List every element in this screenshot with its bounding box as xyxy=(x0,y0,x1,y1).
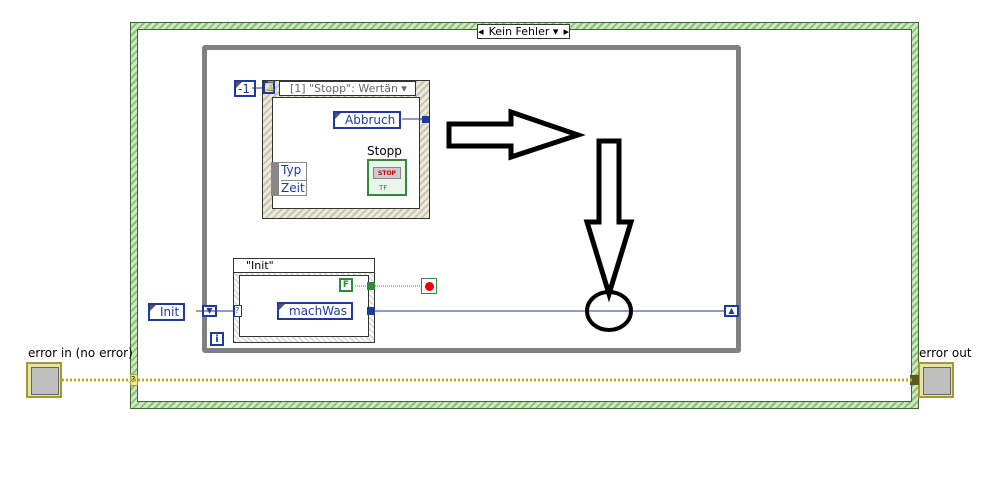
error-out-terminal[interactable] xyxy=(918,362,954,398)
error-in-label: error in (no error) xyxy=(28,346,133,360)
shift-register-right[interactable]: ▲ xyxy=(724,305,739,317)
error-out-tunnel xyxy=(910,375,919,385)
stop-button-terminal[interactable]: STOP TF xyxy=(367,159,407,196)
typ-field: Typ xyxy=(281,163,302,177)
right-arrow-annotation xyxy=(446,108,586,161)
zeit-field: Zeit xyxy=(281,180,307,195)
loop-condition-stop-icon[interactable] xyxy=(421,278,437,294)
error-in-terminal[interactable] xyxy=(26,362,62,398)
event-selector[interactable]: [1] "Stopp": Wertän ▾ xyxy=(279,81,416,96)
prev-case-icon[interactable]: ◂ xyxy=(478,25,484,38)
abbruch-tunnel xyxy=(422,116,429,123)
timeout-hourglass-icon: ⌛ xyxy=(263,81,277,94)
stopp-label: Stopp xyxy=(367,144,402,158)
case-selector-terminal: ? xyxy=(234,305,242,317)
machwas-enum[interactable]: machWas xyxy=(277,302,353,320)
inner-case-selector[interactable]: "Init" xyxy=(233,258,375,273)
false-constant[interactable]: F xyxy=(339,278,353,292)
circle-annotation xyxy=(585,290,633,332)
iteration-terminal: i xyxy=(210,332,224,346)
init-enum[interactable]: Init xyxy=(148,303,186,321)
error-out-label: error out xyxy=(919,346,972,360)
case-selector[interactable]: ◂Kein Fehler ▾▸ xyxy=(477,24,570,39)
next-case-icon[interactable]: ▸ xyxy=(563,25,569,38)
abbruch-enum[interactable]: Abbruch xyxy=(333,111,402,129)
down-arrow-annotation xyxy=(583,138,635,303)
event-data-node: Typ Zeit xyxy=(271,162,307,196)
